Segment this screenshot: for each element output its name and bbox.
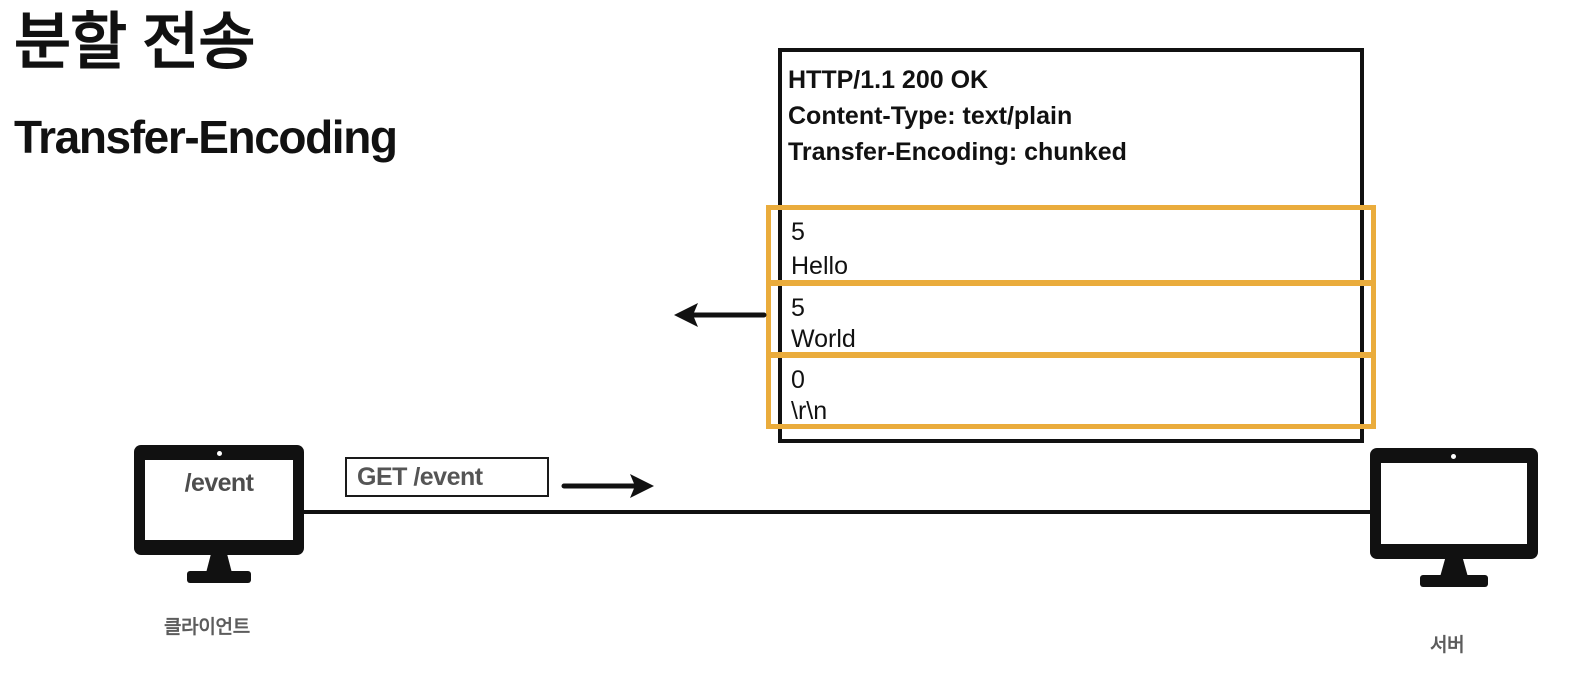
http-response-headers: HTTP/1.1 200 OK Content-Type: text/plain… bbox=[788, 62, 1348, 170]
client-monitor-screen bbox=[145, 460, 293, 540]
client-monitor-camera-icon bbox=[217, 451, 222, 456]
server-monitor-screen bbox=[1381, 463, 1527, 544]
connection-line bbox=[302, 510, 1372, 514]
server-monitor-base bbox=[1420, 575, 1488, 587]
page-title: 분할 전송 bbox=[14, 8, 255, 77]
page-subtitle: Transfer-Encoding bbox=[14, 111, 398, 163]
chunk-1-size: 5 bbox=[791, 218, 805, 246]
response-header-content-type: Content-Type: text/plain bbox=[788, 102, 1073, 130]
chunk-3-body: \r\n bbox=[791, 397, 828, 425]
chunk-3-size: 0 bbox=[791, 366, 805, 394]
client-label: 클라이언트 bbox=[164, 617, 250, 638]
client-monitor-neck bbox=[206, 555, 232, 573]
chunk-box-2: 5 World bbox=[766, 281, 1376, 357]
request-label-box: GET /event bbox=[345, 457, 549, 497]
server-monitor-icon bbox=[1370, 448, 1538, 588]
arrow-left-icon bbox=[674, 303, 767, 327]
server-monitor-neck bbox=[1440, 559, 1468, 577]
http-response-box bbox=[778, 48, 1364, 443]
server-label: 서버 bbox=[1430, 635, 1465, 656]
chunk-box-3: 0 \r\n bbox=[766, 353, 1376, 429]
client-monitor-icon: /event bbox=[134, 445, 304, 585]
response-status-line: HTTP/1.1 200 OK bbox=[788, 66, 989, 94]
chunk-2-size: 5 bbox=[791, 294, 805, 322]
client-screen-text: /event bbox=[184, 469, 254, 497]
chunk-box-1: 5 Hello bbox=[766, 205, 1376, 285]
chunk-2-body: World bbox=[791, 325, 856, 353]
server-monitor-camera-icon bbox=[1451, 454, 1456, 459]
arrow-right-icon bbox=[561, 474, 654, 498]
request-label-text: GET /event bbox=[357, 462, 483, 491]
client-monitor-base bbox=[187, 571, 251, 583]
chunk-1-body: Hello bbox=[791, 252, 848, 280]
response-header-transfer-encoding: Transfer-Encoding: chunked bbox=[788, 138, 1127, 166]
